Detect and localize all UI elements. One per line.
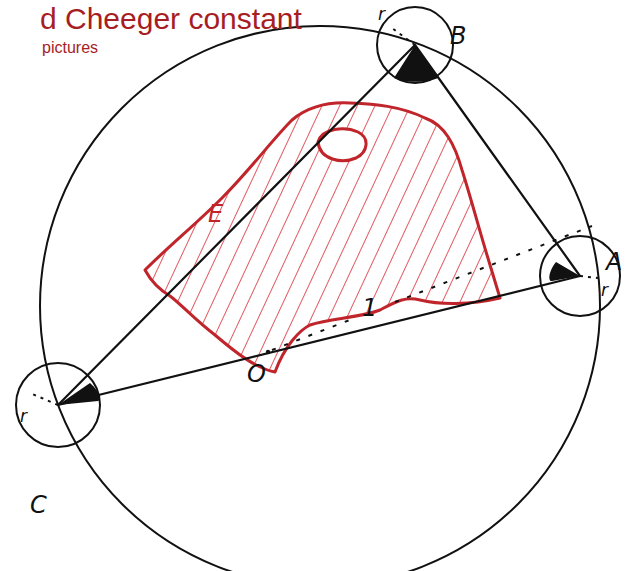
vertex-ball bbox=[377, 7, 453, 83]
corner-wedge bbox=[394, 45, 438, 82]
corner-wedge bbox=[549, 262, 580, 281]
radius-label: r bbox=[378, 6, 385, 23]
subtitle: pictures bbox=[42, 40, 98, 56]
vertex-label: C bbox=[30, 493, 47, 517]
circumcircle bbox=[40, 26, 600, 571]
vertex-ball bbox=[540, 236, 620, 316]
triangle bbox=[58, 45, 580, 405]
radius-label: r bbox=[601, 282, 608, 299]
slide-title: d Cheeger constant bbox=[40, 4, 302, 34]
radius-value: 1 bbox=[362, 296, 377, 320]
radius-mark bbox=[580, 276, 598, 278]
center-label: O bbox=[247, 362, 266, 386]
unit-radius bbox=[395, 226, 592, 302]
region-label: E bbox=[208, 202, 223, 226]
center-dot bbox=[266, 350, 270, 354]
region-e bbox=[145, 103, 500, 372]
radius-label: r bbox=[20, 408, 27, 425]
vertex-label: A bbox=[606, 250, 622, 274]
radius-mark bbox=[392, 28, 415, 45]
unit-radius bbox=[272, 318, 355, 350]
radius-mark bbox=[30, 393, 58, 405]
vertex-label: B bbox=[450, 24, 466, 48]
corner-wedge bbox=[58, 383, 100, 405]
vertex-ball bbox=[16, 363, 100, 447]
